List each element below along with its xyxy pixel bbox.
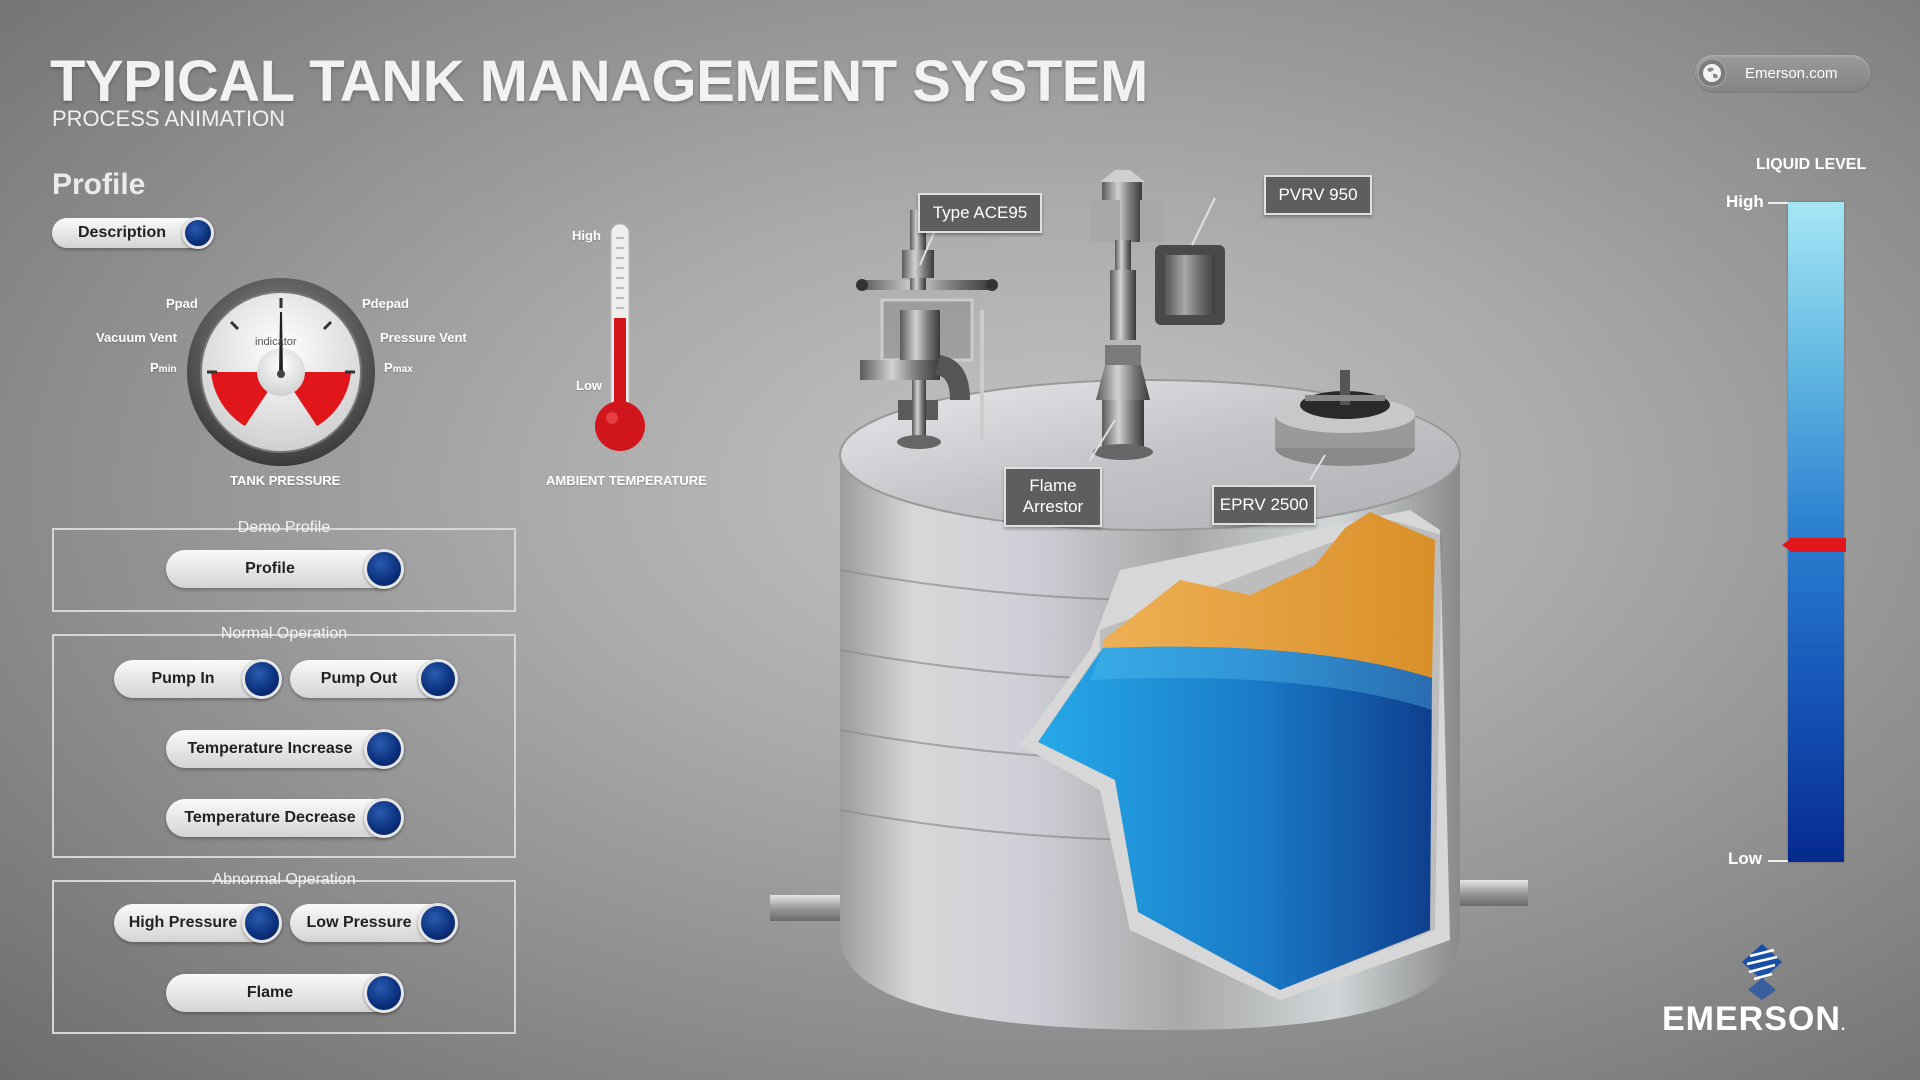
ambient-temperature-thermometer (595, 223, 645, 451)
callout-ace95: Type ACE95 (918, 193, 1042, 233)
thermometer-low-label: Low (576, 378, 602, 393)
low-pressure-label: Low Pressure (306, 914, 412, 931)
tank-pressure-caption: TANK PRESSURE (230, 473, 341, 488)
emerson-wordmark-mark: . (1840, 1017, 1847, 1034)
pump-in-button[interactable]: Pump In (114, 659, 282, 699)
emerson-link-label: Emerson.com (1745, 64, 1838, 82)
pump-in-knob (242, 659, 282, 699)
page-subtitle: PROCESS ANIMATION (52, 106, 286, 131)
pump-out-knob (418, 659, 458, 699)
pmin-main: P (150, 360, 159, 375)
pmin-sub: min (158, 364, 177, 375)
tank-illustration (770, 170, 1528, 1030)
pump-out-button[interactable]: Pump Out (290, 659, 458, 699)
liquid-level-marker-arrow (1782, 538, 1792, 553)
callout-flame-line2: Arrestor (1022, 497, 1084, 517)
temperature-increase-knob (364, 729, 404, 769)
emerson-wordmark-text: EMERSON (1662, 1000, 1841, 1038)
temperature-decrease-knob (364, 798, 404, 838)
abnormal-operation-group: Abnormal Operation High Pressure Low Pre… (52, 871, 516, 1034)
tank-pressure-gauge: indicator (185, 276, 377, 468)
pmax-sub: max (392, 364, 413, 375)
callout-pvrv950: PVRV 950 (1264, 175, 1372, 215)
level-low-tick (1768, 860, 1788, 862)
ace95-valve (856, 210, 998, 449)
profile-button-knob (364, 549, 404, 589)
page-title: TYPICAL TANK MANAGEMENT SYSTEM (50, 49, 1148, 114)
gauge-label-pdepad: Pdepad (362, 296, 409, 311)
gauge-center-label: indicator (255, 336, 297, 348)
pump-in-label: Pump In (151, 670, 215, 687)
gauge-label-ppad: Ppad (166, 296, 198, 311)
ambient-temperature-caption: AMBIENT TEMPERATURE (546, 473, 707, 488)
low-pressure-knob (418, 903, 458, 943)
level-low-label: Low (1728, 849, 1762, 868)
liquid-level-bar (1788, 202, 1844, 862)
globe-icon (1697, 58, 1727, 88)
gauge-label-pressure-vent: Pressure Vent (380, 330, 467, 345)
demo-profile-title: Demo Profile (237, 519, 331, 536)
pmax-main: P (384, 360, 393, 375)
temperature-decrease-button[interactable]: Temperature Decrease (166, 798, 404, 838)
eprv-2500-valve (1275, 370, 1415, 466)
gauge-label-pmin: Pmin (150, 360, 176, 375)
liquid-level-title: LIQUID LEVEL (1756, 156, 1867, 173)
demo-profile-group: Demo Profile Profile (52, 519, 516, 612)
description-button-label: Description (77, 224, 166, 241)
temperature-decrease-label: Temperature Decrease (184, 809, 356, 826)
temperature-increase-label: Temperature Increase (187, 740, 353, 757)
profile-heading: Profile (52, 168, 146, 201)
profile-button[interactable]: Profile (166, 549, 404, 589)
high-pressure-knob (242, 903, 282, 943)
level-high-tick (1768, 202, 1788, 204)
emerson-logo-icon (1742, 944, 1782, 1000)
callout-flame-line1: Flame (1029, 476, 1077, 495)
callout-eprv2500: EPRV 2500 (1212, 485, 1316, 525)
flame-button[interactable]: Flame (166, 973, 404, 1013)
pvrv-950-valve (1090, 170, 1225, 460)
outlet-pipe (1448, 880, 1528, 906)
abnormal-operation-title: Abnormal Operation (212, 871, 356, 888)
gauge-label-pmax: Pmax (384, 360, 413, 375)
liquid-level-marker[interactable] (1790, 538, 1846, 553)
pump-out-label: Pump Out (320, 670, 398, 687)
normal-operation-group: Normal Operation Pump In Pump Out Temper… (52, 625, 516, 858)
low-pressure-button[interactable]: Low Pressure (290, 903, 458, 943)
emerson-wordmark: EMERSON. (1662, 1000, 1846, 1039)
high-pressure-label: High Pressure (128, 914, 238, 931)
high-pressure-button[interactable]: High Pressure (114, 903, 282, 943)
thermometer-high-label: High (572, 228, 601, 243)
gauge-label-vacuum-vent: Vacuum Vent (96, 330, 177, 345)
profile-button-label: Profile (245, 560, 295, 577)
flame-knob (364, 973, 404, 1013)
level-high-label: High (1726, 192, 1764, 211)
description-button[interactable]: Description (52, 217, 214, 249)
callout-flame-arrestor: Flame Arrestor (1004, 467, 1102, 527)
normal-operation-title: Normal Operation (220, 625, 348, 642)
flame-label: Flame (246, 984, 294, 1001)
description-button-knob (182, 217, 214, 249)
temperature-increase-button[interactable]: Temperature Increase (166, 729, 404, 769)
emerson-link-button[interactable]: Emerson.com (1695, 55, 1870, 91)
